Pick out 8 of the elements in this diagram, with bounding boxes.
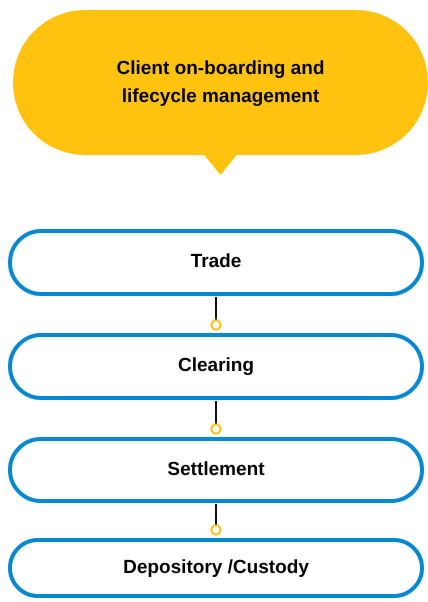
connector-line — [210, 401, 222, 434]
step-label: Clearing — [178, 354, 254, 378]
step-label: Settlement — [167, 458, 265, 482]
step-label: Trade — [190, 250, 242, 274]
connector-line — [210, 297, 222, 330]
bubble-text: Client on-boarding and lifecycle management — [116, 56, 326, 108]
step-label: Depository /Custody — [123, 556, 309, 580]
connector-line — [210, 504, 222, 536]
